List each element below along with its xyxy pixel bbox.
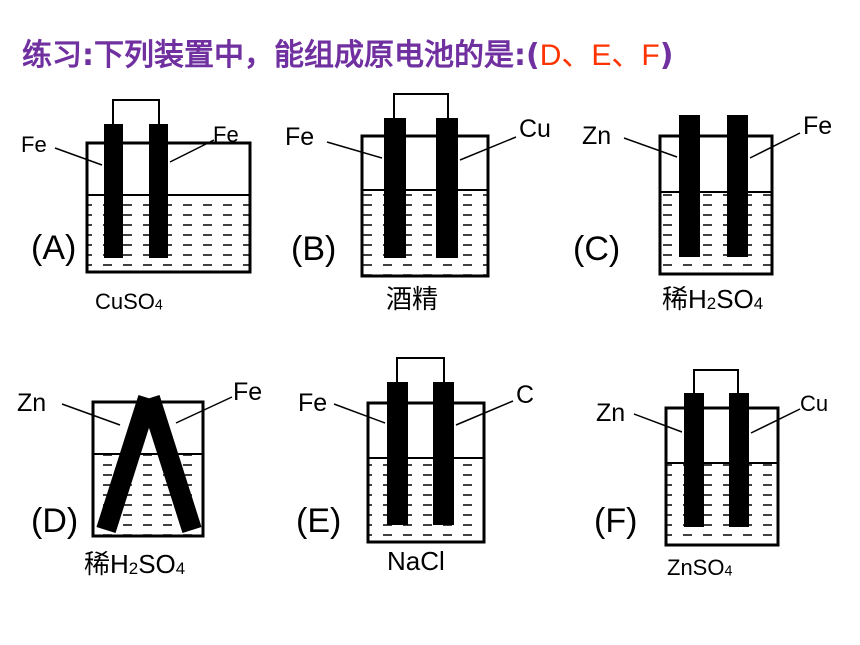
cell-d-right-electrode-label: Fe: [233, 378, 263, 406]
cell-f-right-pointer: [750, 408, 801, 434]
cell-d-right-pointer: [175, 396, 233, 424]
cell-b-left-electrode: [384, 118, 406, 258]
cell-f-left-electrode-label: Zn: [596, 399, 626, 427]
cell-a-solution-label: CuSO4: [95, 289, 163, 314]
cell-e-left-electrode-label: Fe: [298, 389, 328, 417]
cell-d-left-pointer: [61, 403, 121, 426]
cell-c-right-electrode: [727, 115, 748, 257]
cell-b-solution-label: 酒精: [386, 285, 439, 315]
cell-b-solution: [362, 190, 488, 276]
cell-d-left-electrode-label: Zn: [17, 389, 47, 417]
cell-e-tag: (E): [296, 502, 342, 540]
cell-a-right-electrode: [149, 124, 168, 258]
cell-e-left-electrode: [387, 382, 408, 525]
cell-f-left-electrode: [684, 393, 704, 527]
cell-f-solution-label: ZnSO4: [667, 555, 733, 580]
answer-text: D、E、F: [539, 39, 660, 72]
cell-b-right-electrode-label: Cu: [519, 115, 551, 143]
cell-c-beaker: [658, 134, 774, 276]
cell-e-solution: [368, 458, 484, 542]
cell-a-left-electrode: [104, 124, 123, 258]
cell-f-left-pointer: [633, 413, 683, 433]
cell-e-right-pointer: [455, 400, 514, 426]
question-text: 练习:下列装置中，能组成原电池的是:: [22, 38, 526, 73]
cell-f-right-electrode: [729, 393, 749, 527]
cell-a-right-pointer: [169, 139, 215, 163]
cell-a-right-electrode-label: Fe: [213, 122, 239, 147]
cell-e-right-electrode-label: C: [516, 381, 535, 409]
cell-d-left-electrode: [96, 394, 158, 534]
cell-d-solution-label: 稀H2SO4: [84, 549, 186, 579]
cell-b: [326, 93, 517, 278]
cell-a: [54, 99, 252, 274]
cell-a-tag: (A): [31, 229, 77, 267]
cell-d-tag: (D): [31, 502, 79, 540]
answer-close-paren: ): [659, 38, 674, 73]
cell-e-wire: [396, 357, 445, 382]
cell-b-left-pointer: [326, 141, 383, 159]
cell-c-left-electrode: [679, 115, 700, 257]
cell-b-tag: (B): [291, 230, 337, 268]
question-title: 练习:下列装置中，能组成原电池的是:(D、E、F): [22, 30, 673, 74]
cell-c-left-pointer: [623, 137, 678, 158]
cell-a-wire: [112, 99, 160, 124]
cell-e: [333, 357, 514, 544]
cell-f-tag: (F): [594, 502, 638, 540]
cell-c-right-pointer: [749, 132, 801, 159]
cell-c-tag: (C): [573, 230, 621, 268]
cell-e-beaker: [366, 401, 486, 544]
cell-c-right-electrode-label: Fe: [803, 112, 833, 140]
cell-e-solution-label: NaCl: [387, 546, 445, 576]
cell-f-beaker: [664, 406, 780, 547]
answer-open-paren: (: [526, 38, 540, 73]
cell-c-left-electrode-label: Zn: [582, 122, 612, 150]
cell-d-right-electrode: [140, 394, 202, 534]
cell-f-wire: [693, 369, 739, 393]
cell-a-left-electrode-label: Fe: [21, 132, 47, 157]
cell-f: [633, 369, 801, 547]
cell-f-solution: [666, 463, 778, 545]
cell-e-right-electrode: [433, 382, 454, 525]
cell-b-right-pointer: [459, 136, 517, 161]
cell-a-beaker: [85, 141, 252, 274]
cell-c-solution-label: 稀H2SO4: [662, 284, 764, 314]
cell-a-left-pointer: [54, 147, 103, 166]
cell-b-beaker: [360, 134, 490, 278]
cell-b-wire: [393, 93, 449, 118]
cell-c: [623, 115, 801, 276]
cell-b-left-electrode-label: Fe: [285, 123, 315, 151]
cell-f-right-electrode-label: Cu: [800, 391, 829, 416]
cell-e-left-pointer: [333, 403, 386, 424]
cell-c-solution: [660, 192, 772, 274]
cell-b-right-electrode: [436, 118, 458, 258]
cell-d: [61, 394, 233, 538]
